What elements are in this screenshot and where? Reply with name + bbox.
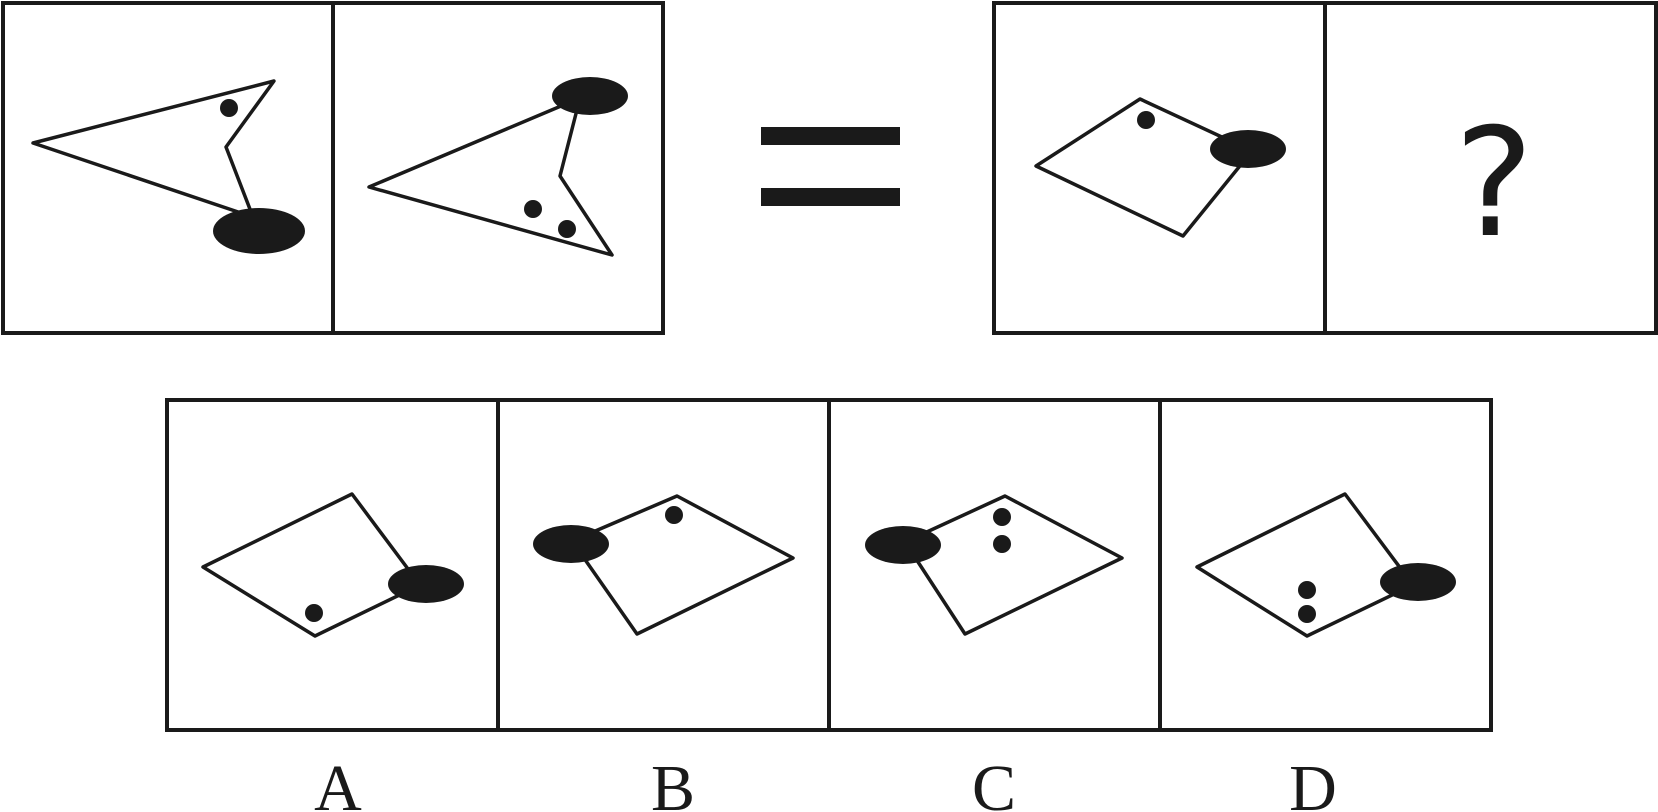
option-a-frame[interactable] — [165, 398, 500, 732]
question-mark: ? — [1454, 97, 1534, 271]
option-d-label[interactable]: D — [1289, 752, 1337, 812]
option-b-figure — [533, 494, 795, 636]
panel-1-ellipse — [213, 208, 305, 254]
panel-1-dot — [220, 99, 238, 117]
top-right-panels: ? — [992, 1, 1658, 335]
top-left-panels — [1, 1, 665, 335]
panel-3-figure — [1034, 97, 1286, 238]
option-c-dot-2 — [993, 535, 1011, 553]
equals-bar-top — [761, 127, 900, 145]
equals-sign — [761, 127, 900, 206]
equals-bar-bottom — [761, 188, 900, 206]
option-a-ellipse — [388, 565, 464, 603]
panel-1-polygon — [31, 79, 276, 219]
panel-2-figure — [367, 77, 628, 257]
panel-1-frame — [1, 1, 335, 335]
option-b-polygon — [570, 494, 795, 636]
panel-4-frame — [1323, 1, 1658, 335]
option-d-frame[interactable] — [1158, 398, 1493, 732]
option-a-dot — [305, 604, 323, 622]
panel-2-dot-1 — [524, 200, 542, 218]
option-c-label[interactable]: C — [972, 752, 1016, 812]
option-b-ellipse — [533, 525, 609, 563]
panel-2-frame — [331, 1, 665, 335]
option-b-label[interactable]: B — [651, 752, 695, 812]
panel-3-dot — [1137, 111, 1155, 129]
panel-3-ellipse — [1210, 130, 1286, 168]
option-c-figure — [865, 494, 1124, 636]
panel-2-ellipse — [552, 77, 628, 115]
option-a-label[interactable]: A — [314, 752, 362, 812]
panel-2-polygon — [367, 96, 614, 257]
option-a-figure — [201, 492, 464, 638]
panel-2-dot-2 — [558, 220, 576, 238]
option-c-dot-1 — [993, 508, 1011, 526]
panel-1-figure — [31, 79, 305, 254]
option-c-ellipse — [865, 526, 941, 564]
option-d-figure — [1195, 492, 1456, 638]
option-b-dot — [665, 506, 683, 524]
option-d-dot-2 — [1298, 605, 1316, 623]
option-d-dot-1 — [1298, 581, 1316, 599]
answer-options: A B C D — [165, 398, 1493, 812]
option-c-polygon — [903, 494, 1124, 636]
option-d-ellipse — [1380, 563, 1456, 601]
